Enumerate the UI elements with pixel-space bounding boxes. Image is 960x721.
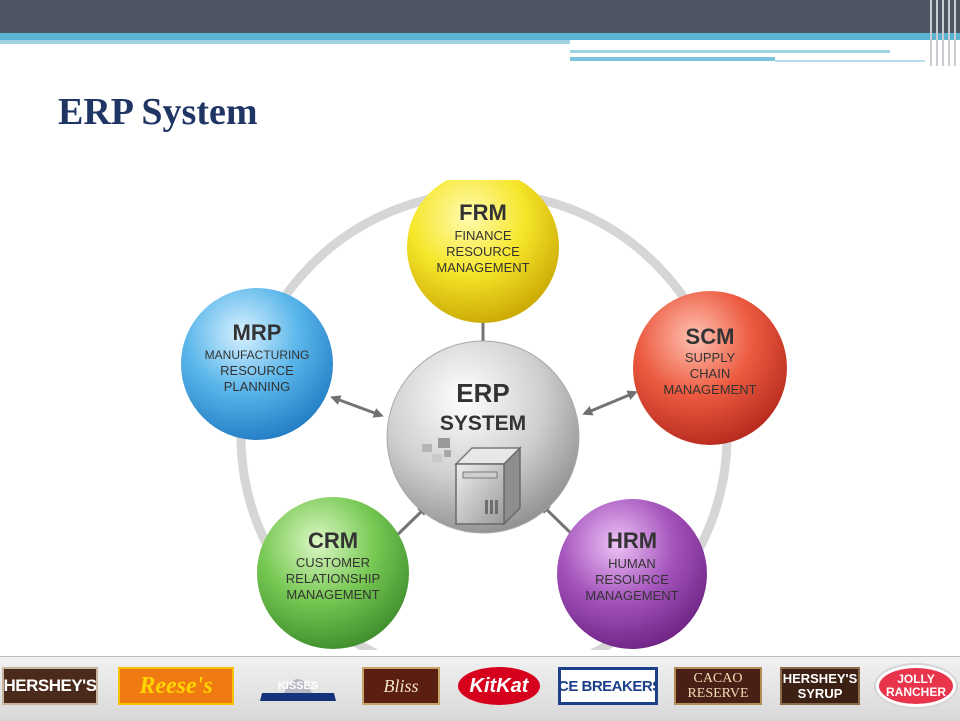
erp-diagram: ERP SYSTEM FRM FINANCE RESOURCE MANAGEME… (181, 180, 787, 650)
syrup-logo-line: HERSHEY'S (782, 671, 858, 686)
jolly-rancher-logo: JOLLY RANCHER (876, 665, 956, 707)
reeses-logo: Reese's (118, 667, 234, 705)
arrow-mrp (330, 395, 384, 418)
node-crm-abbr: CRM (308, 528, 358, 553)
node-frm: FRM FINANCE RESOURCE MANAGEMENT (407, 180, 559, 323)
banner-vertical-lines (928, 0, 960, 66)
node-crm-line: CUSTOMER (296, 555, 370, 570)
node-frm-line: MANAGEMENT (436, 260, 529, 275)
syrup-logo-line: SYRUP (797, 686, 843, 701)
icebreakers-logo: ICE BREAKERS (558, 667, 658, 705)
node-mrp-line: MANUFACTURING (205, 348, 310, 362)
node-center-title: ERP (456, 378, 509, 408)
node-center-subtitle: SYSTEM (440, 412, 526, 435)
jolly-logo-line: RANCHER (886, 685, 946, 699)
cacao-logo-line: CACAO (693, 671, 743, 686)
top-banner (0, 0, 960, 33)
node-hrm-line: HUMAN (608, 556, 656, 571)
node-hrm: HRM HUMAN RESOURCE MANAGEMENT (557, 499, 707, 649)
kisses-logo: KISSES (250, 667, 346, 705)
banner-stripe (0, 33, 960, 40)
banner-stripe (775, 60, 925, 62)
kisses-logo-text: KISSES (278, 680, 318, 692)
hersheys-syrup-logo: HERSHEY'S SYRUP (780, 667, 860, 705)
node-frm-line: RESOURCE (446, 244, 520, 259)
hersheys-logo: HERSHEY'S (2, 667, 98, 705)
node-mrp-line: PLANNING (224, 379, 290, 394)
node-center: ERP SYSTEM (386, 340, 580, 534)
node-mrp-abbr: MRP (233, 320, 282, 345)
node-hrm-abbr: HRM (607, 528, 657, 553)
node-scm-line: SUPPLY (685, 350, 736, 365)
jolly-logo-line: JOLLY (897, 672, 935, 686)
banner-stripe (570, 50, 890, 53)
node-frm-abbr: FRM (459, 200, 507, 225)
node-frm-line: FINANCE (454, 228, 511, 243)
banner-stripe (0, 40, 570, 44)
bliss-logo: Bliss (362, 667, 440, 705)
node-crm-line: MANAGEMENT (286, 587, 379, 602)
kitkat-logo: KitKat (458, 667, 540, 705)
server-icon (422, 438, 522, 526)
banner-stripe (570, 57, 775, 61)
brand-logo-strip: HERSHEY'S Reese's KISSES Bliss KitKat IC… (0, 656, 960, 721)
node-crm-line: RELATIONSHIP (286, 571, 380, 586)
node-mrp: MRP MANUFACTURING RESOURCE PLANNING (181, 288, 333, 440)
slide-title: ERP System (58, 91, 258, 133)
arrow-scm (582, 390, 638, 416)
cacao-reserve-logo: CACAO RESERVE (674, 667, 762, 705)
node-scm: SCM SUPPLY CHAIN MANAGEMENT (633, 291, 787, 445)
node-scm-abbr: SCM (686, 324, 735, 349)
node-scm-line: MANAGEMENT (663, 382, 756, 397)
node-hrm-line: MANAGEMENT (585, 588, 678, 603)
node-mrp-line: RESOURCE (220, 363, 294, 378)
node-hrm-line: RESOURCE (595, 572, 669, 587)
node-crm: CRM CUSTOMER RELATIONSHIP MANAGEMENT (257, 497, 409, 649)
node-scm-line: CHAIN (690, 366, 730, 381)
cacao-logo-line: RESERVE (687, 686, 749, 701)
